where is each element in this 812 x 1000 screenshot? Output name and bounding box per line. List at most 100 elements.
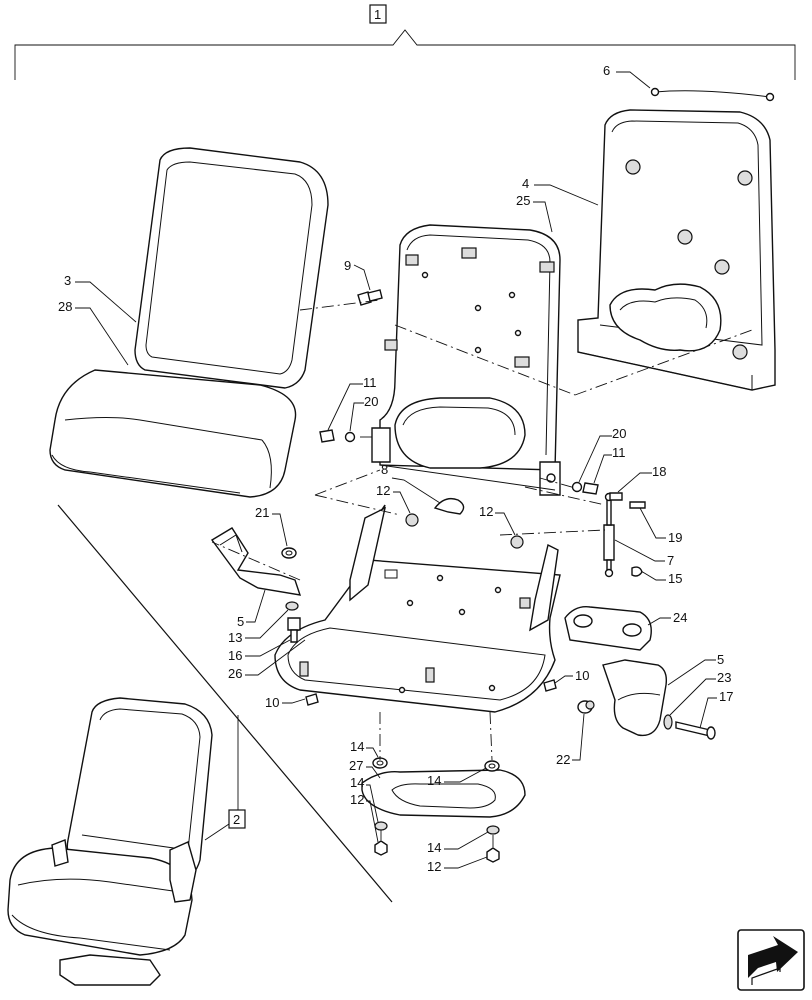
assembly-bracket: 1 [14, 4, 796, 80]
callout-4: 4 [522, 176, 599, 206]
svg-text:23: 23 [717, 670, 731, 685]
svg-text:12: 12 [479, 504, 493, 519]
svg-text:14: 14 [350, 775, 364, 790]
svg-text:17: 17 [719, 689, 733, 704]
callout-27: 27 [349, 758, 381, 779]
callout-12-a: 12 [376, 483, 411, 514]
spacer-22 [577, 700, 595, 714]
callout-8: 8 [381, 462, 441, 504]
callout-17: 17 [699, 689, 733, 729]
callout-12-d: 12 [427, 856, 488, 874]
callout-23: 23 [669, 670, 731, 716]
assembly-number-box [369, 4, 387, 24]
callout-12-c: 12 [350, 792, 379, 843]
callout-22: 22 [556, 713, 585, 767]
callout-14-d: 14 [427, 831, 489, 855]
callout-11-right: 11 [593, 445, 626, 484]
washer-23 [663, 714, 673, 730]
washer-14-d [486, 825, 500, 835]
washer-13 [285, 601, 299, 611]
group-number-box [228, 809, 246, 829]
callout-14-c: 14 [350, 775, 379, 823]
svg-text:21: 21 [255, 505, 269, 520]
svg-text:12: 12 [350, 792, 364, 807]
callout-11-left: 11 [327, 375, 377, 431]
callout-5-right: 5 [667, 652, 724, 686]
svg-text:20: 20 [612, 426, 626, 441]
svg-text:24: 24 [673, 610, 687, 625]
svg-text:28: 28 [58, 299, 72, 314]
nut-12-d [486, 847, 500, 863]
callout-28: 28 [58, 299, 129, 366]
callout-10-right: 10 [554, 668, 589, 684]
back-frame [371, 224, 561, 496]
svg-text:5: 5 [717, 652, 724, 667]
callout-9: 9 [344, 258, 371, 291]
svg-text:20: 20 [364, 394, 378, 409]
callout-14-a: 14 [350, 739, 379, 758]
callout-7: 7 [614, 539, 674, 568]
svg-text:6: 6 [603, 63, 610, 78]
svg-text:14: 14 [427, 840, 441, 855]
svg-text:19: 19 [668, 530, 682, 545]
nut-12-b [510, 535, 524, 549]
callout-19: 19 [639, 507, 682, 545]
svg-text:9: 9 [344, 258, 351, 273]
callout-3: 3 [64, 273, 137, 323]
callout-20-right: 20 [578, 426, 626, 483]
assembly-number: 1 [374, 7, 381, 22]
svg-text:26: 26 [228, 666, 242, 681]
callout-21: 21 [255, 505, 288, 547]
armrest-bracket-5-right [602, 659, 668, 737]
svg-text:3: 3 [64, 273, 71, 288]
svg-text:18: 18 [652, 464, 666, 479]
callout-26: 26 [228, 639, 306, 681]
svg-text:11: 11 [363, 375, 377, 390]
bolt-16 [287, 617, 301, 643]
washer-21 [281, 547, 297, 559]
gas-spring-7 [603, 492, 646, 578]
svg-text:27: 27 [349, 758, 363, 773]
back-cover-panel [577, 109, 776, 391]
callout-25: 25 [516, 193, 553, 233]
callout-13: 13 [228, 609, 289, 645]
group-number: 2 [233, 812, 240, 827]
svg-text:14: 14 [427, 773, 441, 788]
svg-text:16: 16 [228, 648, 242, 663]
callout-24: 24 [647, 610, 687, 626]
svg-text:22: 22 [556, 752, 570, 767]
clip-8 [433, 497, 465, 515]
next-page-arrow-icon[interactable] [737, 929, 805, 991]
callout-20-left: 20 [349, 394, 378, 432]
cable-part [650, 87, 775, 102]
washer-14-c [374, 821, 388, 831]
washer-14-b [484, 760, 500, 772]
svg-text:5: 5 [237, 614, 244, 629]
callout-10-left: 10 [265, 695, 306, 710]
section-divider [57, 504, 393, 903]
svg-text:15: 15 [668, 571, 682, 586]
svg-text:25: 25 [516, 193, 530, 208]
callout-15: 15 [640, 570, 682, 586]
svg-text:12: 12 [376, 483, 390, 498]
bolt-washer-right [571, 481, 599, 495]
plate-27 [361, 769, 526, 818]
callout-14-b: 14 [427, 767, 487, 788]
nut-12-c [374, 840, 388, 856]
bracket-24 [564, 606, 652, 651]
group-2-pointer: 2 [204, 715, 246, 841]
callout-12-b: 12 [479, 504, 516, 536]
svg-text:10: 10 [575, 668, 589, 683]
bolt-9 [357, 289, 383, 306]
callout-16: 16 [228, 639, 291, 663]
svg-text:8: 8 [381, 462, 388, 477]
callout-5-left: 5 [237, 589, 266, 629]
bolt-washer-left [319, 429, 356, 443]
bracket-5-left [210, 527, 302, 596]
nut-12-a [405, 513, 419, 527]
callout-6: 6 [603, 63, 651, 89]
screw-10-right [543, 679, 557, 692]
svg-text:13: 13 [228, 630, 242, 645]
svg-text:11: 11 [612, 445, 626, 460]
